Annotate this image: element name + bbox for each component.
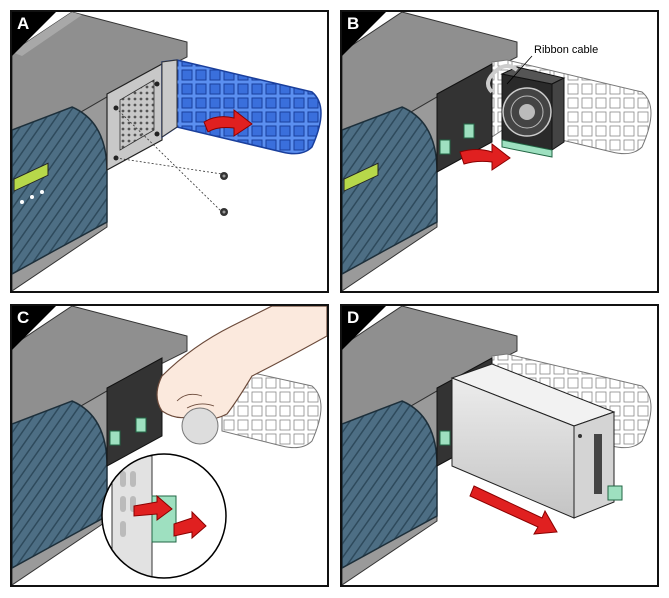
release-latch: [439, 139, 451, 155]
panel-a: A: [10, 10, 329, 293]
power-supply: [450, 363, 623, 519]
panel-a-label: A: [17, 14, 30, 33]
direction-arrow: [203, 108, 253, 137]
panel-d-tab: [342, 306, 386, 350]
panel-a-tab: [12, 12, 56, 56]
panel-c-label: C: [17, 308, 30, 327]
panel-b: B Ribbon cable: [340, 10, 659, 293]
fan-module: [500, 66, 566, 158]
hand-icon: [156, 306, 327, 421]
direction-arrow: [459, 142, 511, 171]
screw-icon: [220, 172, 228, 180]
ribbon-cable-label: Ribbon cable: [534, 44, 599, 56]
panel-c-tab: [12, 306, 56, 350]
front-bezel: [12, 106, 108, 275]
panel-d-label: D: [347, 308, 360, 327]
panel-a-illustration: [12, 12, 322, 291]
panel-c-illustration: [12, 306, 327, 585]
panel-d: D: [340, 304, 659, 587]
direction-arrow: [173, 510, 207, 540]
direction-arrow: [469, 485, 558, 535]
detail-inset: [102, 454, 226, 578]
fan-guard: [161, 59, 322, 155]
lcd-display: [13, 162, 49, 192]
panel-d-illustration: [342, 306, 652, 585]
screw-icon: [220, 208, 228, 216]
panel-c: C: [10, 304, 329, 587]
ribbon-cable: [486, 64, 519, 94]
panel-b-label: B: [347, 14, 360, 33]
panel-b-tab: [342, 12, 386, 56]
direction-arrow: [133, 494, 173, 521]
release-latch: [607, 485, 623, 501]
panel-b-illustration: [342, 12, 652, 291]
